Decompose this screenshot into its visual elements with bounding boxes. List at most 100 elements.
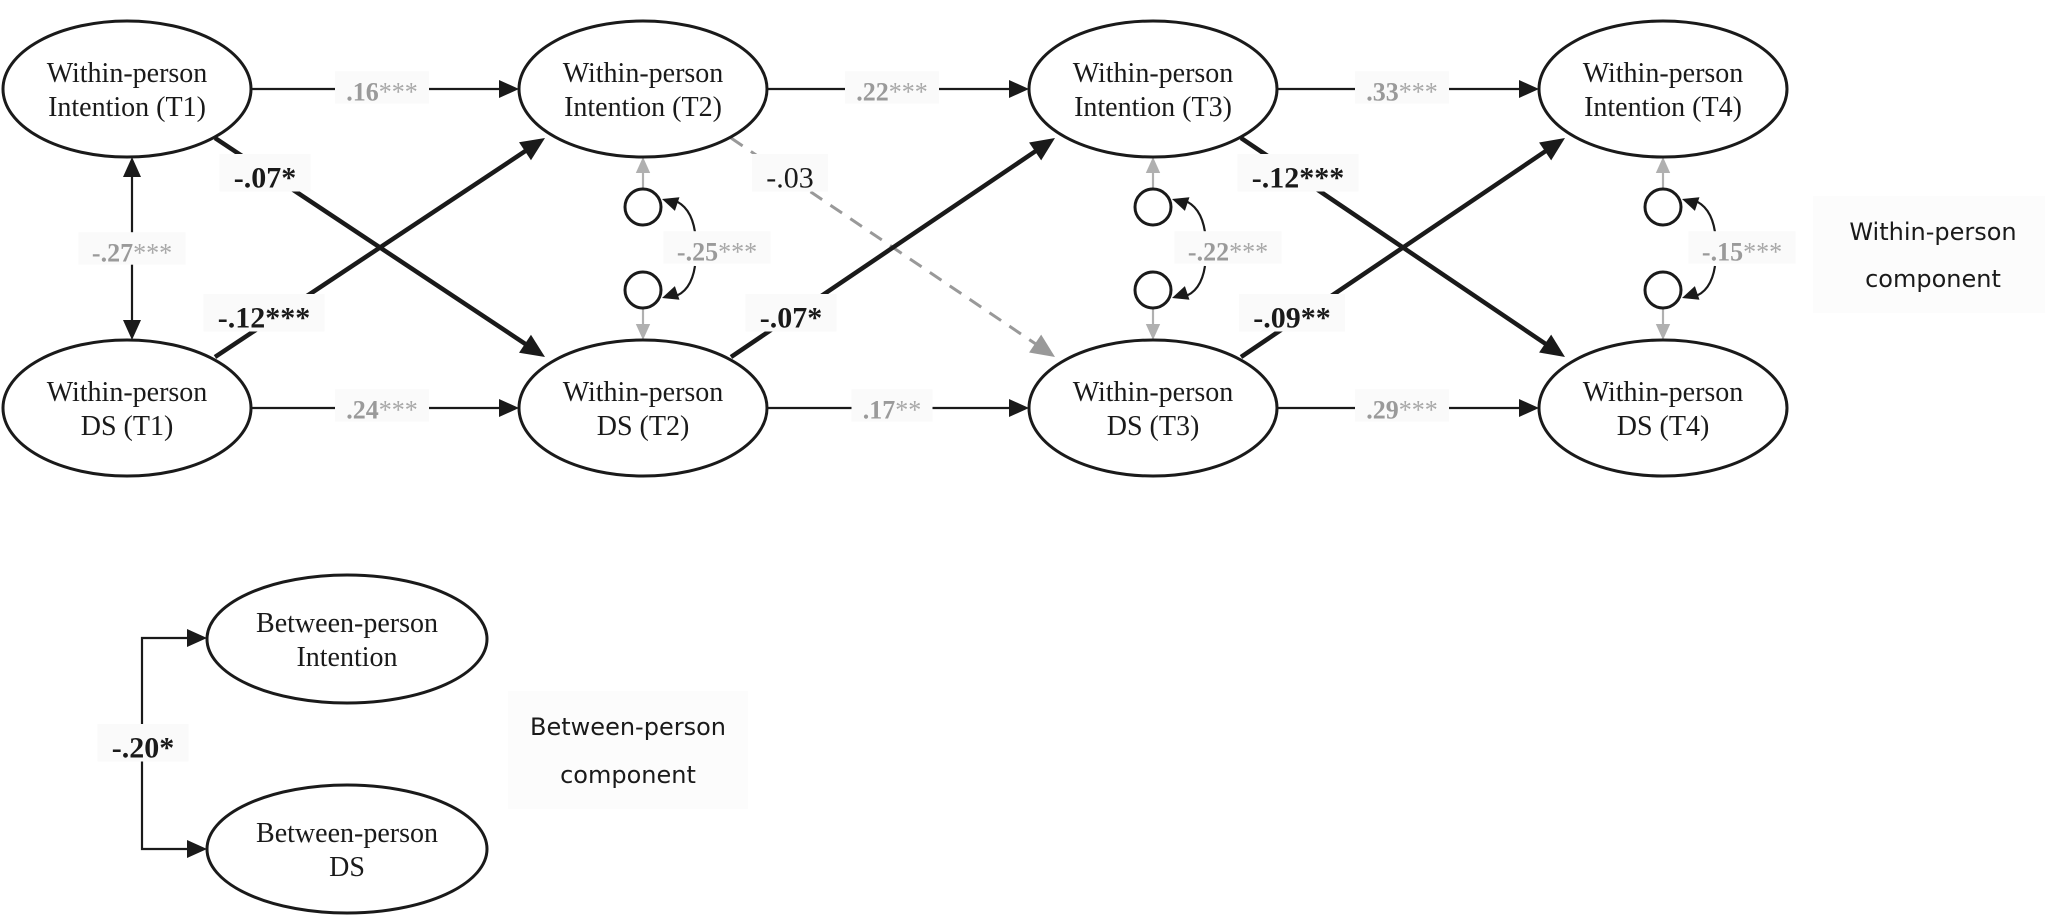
- coef-ar-int-1-value: .16: [346, 77, 379, 106]
- coef-ar-ds-3-value: .29: [1366, 395, 1399, 424]
- within-person-component-label-line-2: component: [1865, 265, 2001, 293]
- coef-ds-to-int-2: -.07*: [760, 302, 823, 335]
- path-rescov-t3-upper-arrowhead-icon: [1172, 197, 1190, 211]
- node-int-t2-ellipse: [517, 19, 769, 159]
- residual-ds-t3: [1133, 270, 1173, 310]
- node-int-t3-ellipse: [1027, 19, 1279, 159]
- node-ds-t4-ellipse: [1537, 338, 1789, 478]
- node-between-intention-ellipse: [205, 573, 489, 705]
- coef-between-cov-bg: [97, 724, 189, 762]
- coef-ar-int-1: .16***: [346, 77, 418, 106]
- coef-ar-ds-1-value: .24: [346, 395, 379, 424]
- node-ds-t2-ellipse: [517, 338, 769, 478]
- coef-ds-to-int-3: -.09**: [1253, 302, 1331, 335]
- path-rescov-t4-upper-arrowhead-icon: [1682, 197, 1700, 211]
- coef-ar-ds-2-value: .17: [863, 395, 896, 424]
- coef-ds-to-int-1: -.12***: [218, 302, 311, 335]
- path-ds-t3-to-ds-t4-arrowhead-icon: [1519, 399, 1539, 417]
- coef-ar-int-3-stars: ***: [1399, 77, 1438, 106]
- node-ds-t4-label-line-2: DS (T4): [1617, 411, 1710, 442]
- coef-ar-ds-3-bg: [1355, 389, 1449, 422]
- coef-ar-ds-1-stars: ***: [379, 395, 418, 424]
- coef-int-to-ds-2: -.03: [766, 162, 814, 195]
- residual-int-t4: [1643, 187, 1683, 227]
- coef-between-cov: -.20*: [112, 732, 175, 765]
- edges-layer: [123, 80, 1717, 858]
- coef-ar-ds-2-stars: **: [895, 395, 921, 424]
- node-int-t2-label-line-2: Intention (T2): [564, 92, 722, 123]
- node-between-ds-label-line-1: Between-person: [256, 818, 438, 849]
- coef-ds-to-int-2-bg: [745, 294, 837, 332]
- coef-ar-ds-2-bg: [851, 389, 933, 422]
- within-person-component-label-line-1: Within-person: [1849, 218, 2016, 246]
- path-int-t3-to-ds-t4-arrowhead-icon: [1539, 334, 1565, 357]
- path-ds-t2-to-ds-t3-arrowhead-icon: [1009, 399, 1029, 417]
- coef-ar-int-1-stars: ***: [379, 77, 418, 106]
- residual-int-t2: [623, 187, 663, 227]
- path-ds-t1-to-ds-t2-arrowhead-icon: [499, 399, 519, 417]
- coef-ar-ds-1-bg: [335, 389, 429, 422]
- coef-ar-int-1-bg: [335, 71, 429, 104]
- coef-rescov-1: -.25***: [677, 237, 757, 266]
- coef-int-to-ds-3: -.12***: [1252, 162, 1345, 195]
- between-person-component-label-line-1: Between-person: [530, 713, 726, 741]
- coef-ar-ds-3: .29***: [1366, 395, 1438, 424]
- path-residual-int-t3-arrowhead-icon: [1145, 157, 1161, 173]
- residual-ds-t4: [1643, 270, 1683, 310]
- node-int-t1-ellipse: [1, 19, 253, 159]
- path-rescov-t3-lower-arrowhead-icon: [1172, 286, 1190, 300]
- node-ds-t3-ellipse: [1027, 338, 1279, 478]
- node-ds-t3-label-line-1: Within-person: [1073, 377, 1234, 408]
- path-residual-ds-t4-arrowhead-icon: [1655, 324, 1671, 340]
- path-residual-int-t2-arrowhead-icon: [635, 157, 651, 173]
- residual-int-t3: [1133, 187, 1173, 227]
- path-int-t3-to-int-t4-arrowhead-icon: [1519, 80, 1539, 98]
- node-ds-t3-label-line-2: DS (T3): [1107, 411, 1200, 442]
- node-between-ds-label-line-2: DS: [329, 852, 365, 883]
- coef-ds-to-int-3-bg: [1239, 294, 1345, 332]
- coef-int-to-ds-1-bg: [219, 154, 311, 192]
- coef-ar-int-2-bg: [845, 71, 939, 104]
- node-between-ds-ellipse: [205, 783, 489, 915]
- between-person-component-label-bg: [508, 691, 748, 809]
- path-rescov-t2-lower-arrowhead-icon: [662, 286, 680, 300]
- path-ds-t3-to-int-t4-arrowhead-icon: [1539, 138, 1565, 161]
- path-int-t1-to-ds-t2-arrowhead-icon: [519, 334, 545, 357]
- coef-ar-int-3-bg: [1355, 71, 1449, 104]
- node-between-intention-label-line-2: Intention: [296, 642, 397, 673]
- coef-ar-ds-2: .17**: [863, 395, 922, 424]
- coef-ar-ds-1: .24***: [346, 395, 418, 424]
- within-person-component-label-bg: [1813, 196, 2045, 313]
- coef-ar-ds-3-stars: ***: [1399, 395, 1438, 424]
- coef-rescov-3-stars: ***: [1743, 237, 1782, 266]
- node-between-intention-label-line-1: Between-person: [256, 608, 438, 639]
- coef-rescov-2-value: -.22: [1188, 237, 1229, 266]
- path-residual-int-t4-arrowhead-icon: [1655, 157, 1671, 173]
- between-person-component-label-line-2: component: [560, 761, 696, 789]
- coef-rescov-1-value: -.25: [677, 237, 718, 266]
- node-ds-t2-label-line-2: DS (T2): [597, 411, 690, 442]
- path-cov-t1-up-arrowhead-icon: [123, 157, 141, 177]
- path-ds-t1-to-int-t2-arrowhead-icon: [519, 138, 545, 161]
- coef-ar-int-2-stars: ***: [889, 77, 928, 106]
- node-ds-t1-label-line-1: Within-person: [47, 377, 208, 408]
- coef-ar-int-3: .33***: [1366, 77, 1438, 106]
- node-int-t2-label-line-1: Within-person: [563, 58, 724, 89]
- coef-rescov-2-bg: [1174, 231, 1282, 264]
- node-ds-t1-ellipse: [1, 338, 253, 478]
- node-int-t4-label-line-2: Intention (T4): [1584, 92, 1742, 123]
- coef-int-to-ds-3-bg: [1237, 154, 1359, 192]
- coef-cov-t1-bg: [78, 232, 186, 265]
- coef-ds-to-int-1-bg: [203, 294, 325, 332]
- coef-rescov-3: -.15***: [1702, 237, 1782, 266]
- path-rescov-t2-upper-arrowhead-icon: [662, 197, 680, 211]
- path-between-cov-lower-arrowhead-icon: [187, 840, 207, 858]
